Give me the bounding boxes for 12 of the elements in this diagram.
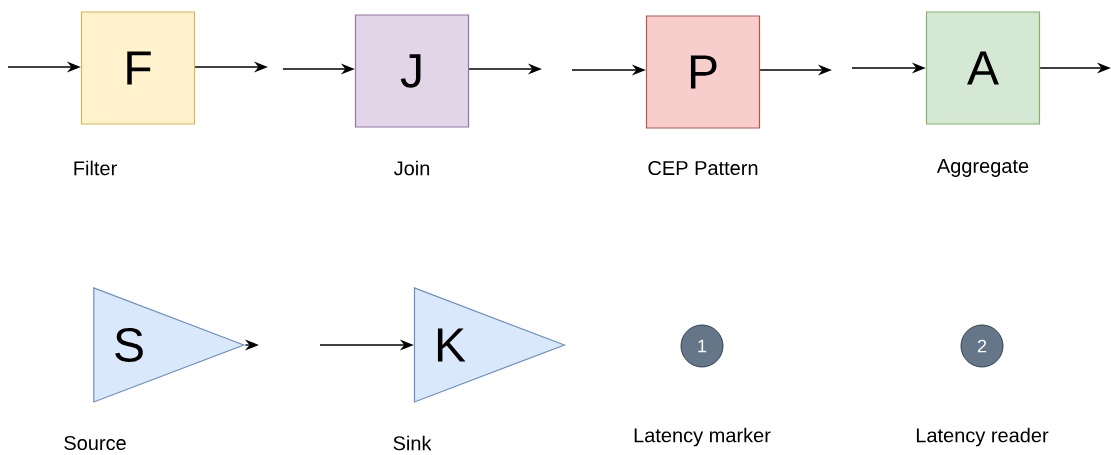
node-caption: CEP Pattern — [648, 160, 758, 176]
filter-box: F — [80, 11, 196, 125]
pattern-box: P — [645, 15, 761, 129]
node-caption: Source — [64, 435, 126, 451]
node-caption: Filter — [74, 160, 117, 176]
join-box: J — [354, 14, 470, 128]
aggregate-box: A — [925, 11, 1041, 125]
node-caption: Aggregate — [936, 159, 1029, 177]
node-caption: Latency reader — [916, 427, 1049, 447]
node-caption: Latency marker — [634, 427, 771, 447]
node-caption: Sink — [393, 435, 432, 451]
node-caption: Join — [394, 160, 430, 176]
